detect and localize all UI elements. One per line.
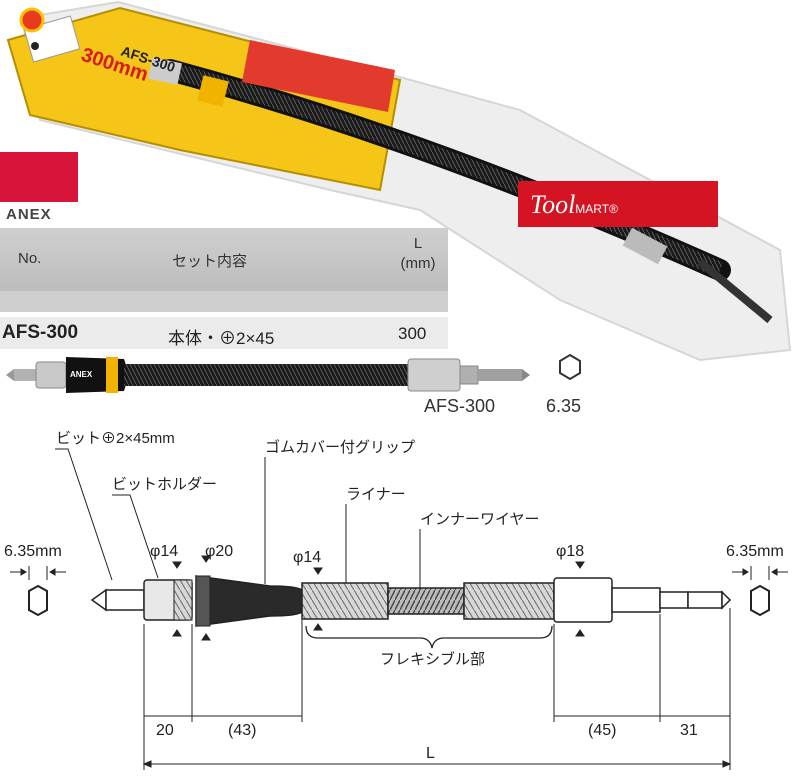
diameter-3: φ14	[293, 549, 322, 566]
label-liner: ライナー	[346, 486, 406, 503]
diameter-2: φ20	[205, 543, 234, 560]
watermark-sub: MART	[575, 202, 610, 216]
header-no: No.	[18, 250, 42, 267]
header-contents: セット内容	[172, 253, 248, 270]
watermark-main: Tool	[530, 190, 576, 219]
hex-left-icon	[28, 584, 48, 617]
watermark-box	[518, 181, 718, 227]
header-length: L (mm)	[400, 235, 436, 272]
label-bit: ビット⊕2×45mm	[56, 430, 175, 447]
table-row	[0, 317, 448, 349]
label-flexible: フレキシブル部	[380, 651, 486, 668]
hex-profile-icon	[559, 353, 581, 381]
product-hex-size: 6.35	[546, 396, 582, 416]
row-no: AFS-300	[2, 322, 79, 343]
diameter-1: φ14	[150, 543, 179, 560]
watermark-reg: ®	[609, 202, 618, 216]
label-rubber-grip: ゴムカバー付グリップ	[265, 439, 416, 456]
package-photo	[6, 0, 792, 362]
hex-right-icon	[750, 584, 770, 617]
dim-total: L	[426, 745, 435, 762]
row-length: 300	[398, 324, 427, 343]
label-inner-wire: インナーワイヤー	[420, 511, 540, 528]
product-model-label: AFS-300	[424, 396, 496, 416]
watermark-logo: ToolMART®	[530, 190, 618, 220]
dim-d: 31	[680, 722, 698, 739]
grip-logo: ANEX	[70, 370, 93, 379]
dim-b: (43)	[228, 722, 257, 739]
label-bit-holder: ビットホルダー	[112, 476, 218, 493]
technical-diagram	[10, 448, 788, 770]
spec-table-header	[0, 228, 448, 291]
hex-left-size: 6.35mm	[4, 543, 62, 560]
spec-table-gap	[0, 291, 448, 312]
dim-c: (45)	[588, 722, 617, 739]
hex-right-size: 6.35mm	[726, 543, 784, 560]
diameter-4: φ18	[556, 543, 585, 560]
brand-color-block	[0, 152, 78, 202]
brand-logo: ANEX	[6, 206, 52, 223]
product-photo: ANEX	[6, 357, 530, 393]
dim-a: 20	[156, 722, 174, 739]
row-contents: 本体・⊕2×45	[168, 329, 275, 348]
